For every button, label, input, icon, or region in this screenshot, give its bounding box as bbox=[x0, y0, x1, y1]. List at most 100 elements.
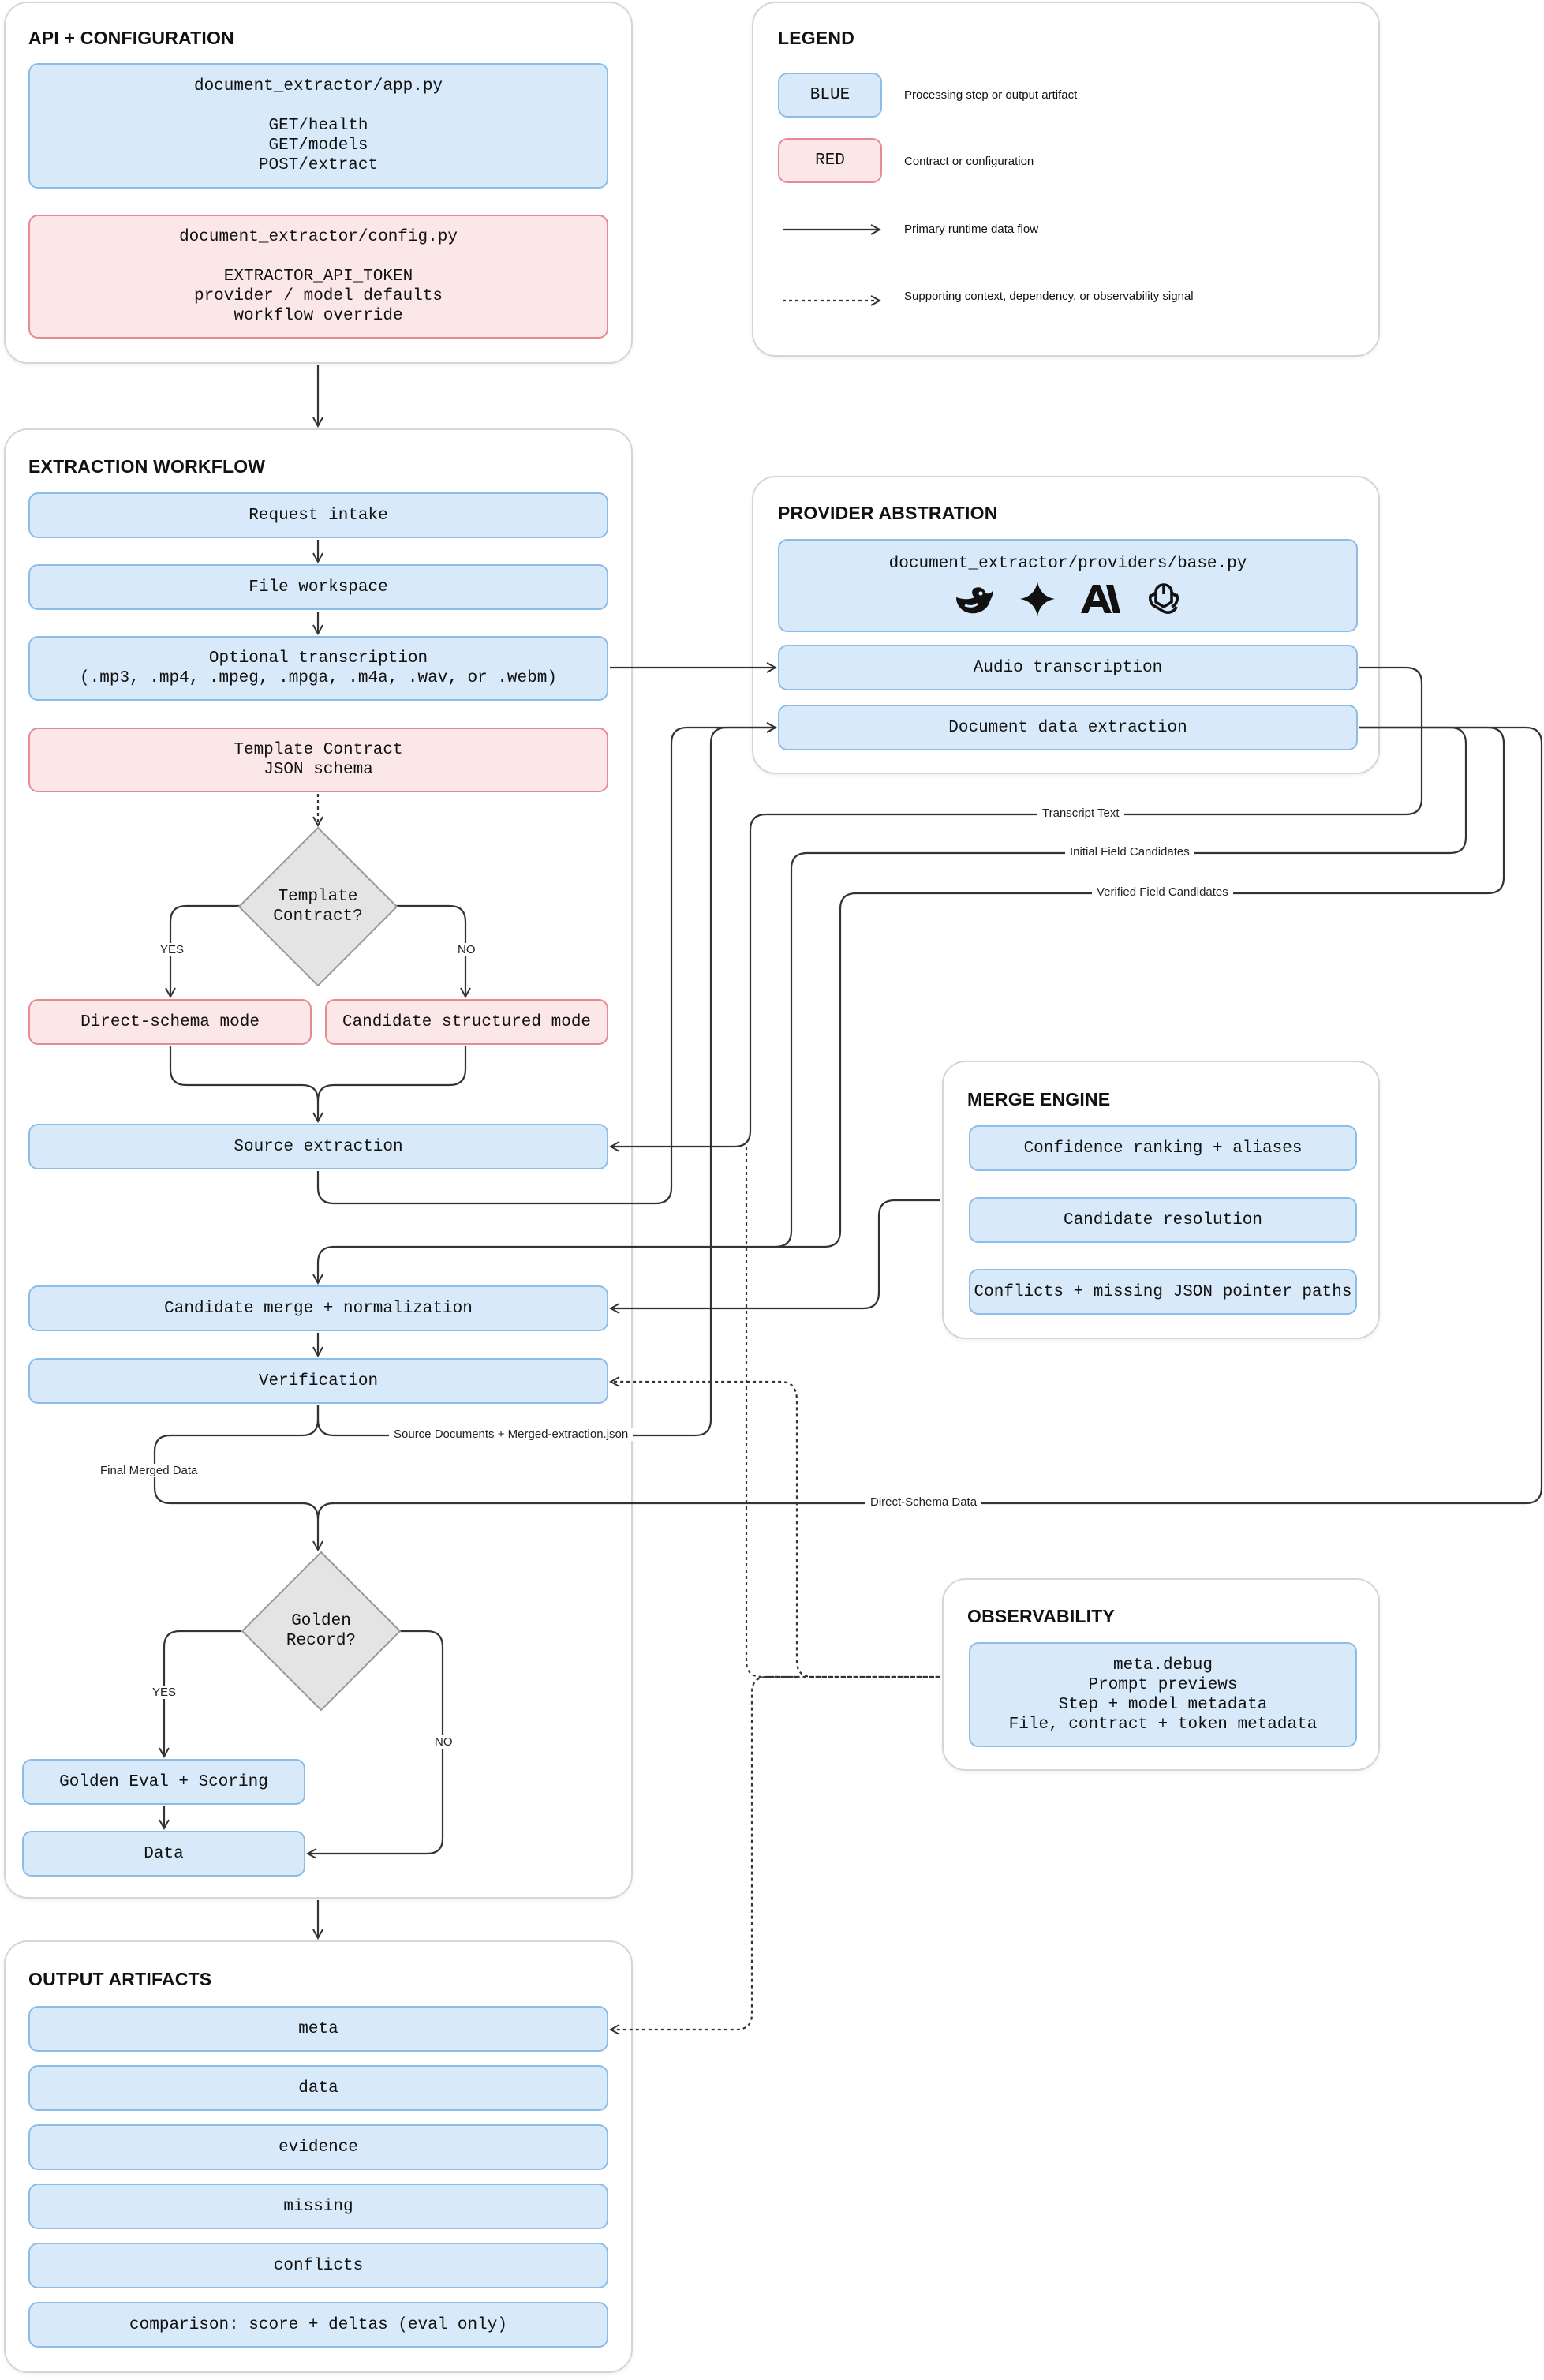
source-docs-merged-label: Source Documents + Merged-extraction.jso… bbox=[389, 1428, 634, 1441]
direct-schema-mode-label: Direct-schema mode bbox=[80, 1012, 260, 1031]
template-yes-label: YES bbox=[155, 943, 189, 956]
source-extraction-box: Source extraction bbox=[28, 1124, 608, 1169]
golden-no-label: NO bbox=[430, 1735, 458, 1749]
endpoint-extract: POST/extract bbox=[258, 156, 379, 174]
document-data-extraction-box: Document data extraction bbox=[778, 705, 1358, 750]
template-decision-text: Template Contract? bbox=[239, 887, 397, 926]
obs-step-model: Step + model metadata bbox=[1058, 1695, 1268, 1714]
golden-decision-text: Golden Record? bbox=[242, 1611, 400, 1651]
output-artifacts-title: OUTPUT ARTIFACTS bbox=[28, 1969, 212, 1989]
extraction-workflow-title: EXTRACTION WORKFLOW bbox=[28, 456, 266, 477]
output-evidence-label: evidence bbox=[279, 2138, 358, 2157]
obs-meta-debug: meta.debug bbox=[1112, 1656, 1213, 1675]
anthropic-icon bbox=[1080, 584, 1120, 613]
merge-engine-to-merge-arrow bbox=[611, 1199, 940, 1308]
golden-decision-line2: Record? bbox=[286, 1632, 357, 1650]
config-workflow-override: workflow override bbox=[234, 307, 403, 325]
request-intake-label: Request intake bbox=[249, 506, 388, 525]
direct-schema-mode-box: Direct-schema mode bbox=[28, 999, 312, 1045]
observability-box: meta.debug Prompt previews Step + model … bbox=[969, 1642, 1357, 1747]
optional-transcription-label: Optional transcription bbox=[208, 649, 428, 668]
transcript-text-label: Transcript Text bbox=[1037, 806, 1124, 820]
output-comparison-box: comparison: score + deltas (eval only) bbox=[28, 2302, 608, 2348]
api-config-title: API + CONFIGURATION bbox=[28, 28, 234, 48]
provider-icons bbox=[954, 580, 1183, 618]
legend-blue-swatch: BLUE bbox=[778, 73, 882, 118]
merge-conflicts-box: Conflicts + missing JSON pointer paths bbox=[969, 1269, 1357, 1315]
obs-file-contract: File, contract + token metadata bbox=[1008, 1715, 1318, 1734]
observability-title: OBSERVABILITY bbox=[967, 1606, 1116, 1626]
data-box: Data bbox=[22, 1831, 305, 1877]
file-workspace-label: File workspace bbox=[249, 578, 388, 597]
candidate-merge-label: Candidate merge + normalization bbox=[164, 1299, 473, 1318]
merge-confidence-label: Confidence ranking + aliases bbox=[1023, 1139, 1303, 1158]
final-merged-data-label: Final Merged Data bbox=[95, 1464, 203, 1477]
config-py-box: document_extractor/config.py EXTRACTOR_A… bbox=[28, 215, 608, 339]
initial-field-candidates-label: Initial Field Candidates bbox=[1065, 845, 1194, 859]
source-extraction-label: Source extraction bbox=[234, 1137, 403, 1156]
legend-blue-desc: Processing step or output artifact bbox=[904, 88, 1078, 102]
endpoint-health: GET/health bbox=[268, 117, 368, 135]
output-missing-label: missing bbox=[283, 2197, 353, 2216]
provider-base-label: document_extractor/providers/base.py bbox=[888, 554, 1247, 573]
legend-title: LEGEND bbox=[778, 28, 855, 48]
deepseek-icon bbox=[955, 586, 993, 613]
app-py-box: document_extractor/app.py GET/health GET… bbox=[28, 63, 608, 189]
output-data-box: data bbox=[28, 2065, 608, 2111]
verification-box: Verification bbox=[28, 1358, 608, 1404]
document-data-extraction-label: Document data extraction bbox=[948, 718, 1187, 737]
config-py-line: document_extractor/config.py bbox=[179, 228, 458, 246]
legend-blue-label: BLUE bbox=[809, 86, 851, 104]
audio-transcription-box: Audio transcription bbox=[778, 645, 1358, 690]
template-contract-schema: JSON schema bbox=[264, 761, 373, 779]
template-decision-line2: Contract? bbox=[273, 907, 363, 926]
gemini-icon bbox=[1019, 581, 1055, 616]
merge-confidence-box: Confidence ranking + aliases bbox=[969, 1125, 1357, 1171]
candidate-merge-box: Candidate merge + normalization bbox=[28, 1285, 608, 1331]
golden-eval-label: Golden Eval + Scoring bbox=[59, 1772, 268, 1791]
legend-red-swatch: RED bbox=[778, 138, 882, 183]
output-missing-box: missing bbox=[28, 2184, 608, 2229]
legend-dotted-desc: Supporting context, dependency, or obser… bbox=[904, 290, 1194, 303]
golden-yes-label: YES bbox=[148, 1686, 181, 1699]
direct-schema-data-label: Direct-Schema Data bbox=[865, 1495, 982, 1509]
obs-prompt-previews: Prompt previews bbox=[1088, 1675, 1238, 1694]
candidate-structured-mode-box: Candidate structured mode bbox=[325, 999, 608, 1045]
config-provider-defaults: provider / model defaults bbox=[193, 287, 443, 305]
provider-abstraction-title: PROVIDER ABSTRATION bbox=[778, 503, 998, 523]
output-conflicts-box: conflicts bbox=[28, 2243, 608, 2288]
golden-decision-line1: Golden bbox=[291, 1612, 351, 1630]
legend-red-label: RED bbox=[815, 152, 845, 170]
obs-to-verification-dotted bbox=[745, 1147, 940, 1678]
obs-to-source-dotted bbox=[611, 1382, 940, 1678]
template-contract-label: Template Contract bbox=[234, 741, 403, 759]
optional-transcription-formats: (.mp3, .mp4, .mpeg, .mpga, .m4a, .wav, o… bbox=[80, 669, 557, 687]
template-no-label: NO bbox=[453, 943, 480, 956]
config-token: EXTRACTOR_API_TOKEN bbox=[223, 268, 413, 286]
openai-icon bbox=[1148, 582, 1179, 614]
optional-transcription-box: Optional transcription (.mp3, .mp4, .mpe… bbox=[28, 636, 608, 701]
request-intake-box: Request intake bbox=[28, 492, 608, 538]
output-evidence-box: evidence bbox=[28, 2124, 608, 2170]
data-label: Data bbox=[144, 1844, 184, 1863]
legend-solid-desc: Primary runtime data flow bbox=[904, 223, 1039, 236]
candidate-structured-mode-label: Candidate structured mode bbox=[342, 1012, 592, 1031]
output-comparison-label: comparison: score + deltas (eval only) bbox=[129, 2315, 507, 2334]
endpoint-models: GET/models bbox=[268, 137, 368, 155]
merge-engine-title: MERGE ENGINE bbox=[967, 1089, 1111, 1110]
output-meta-label: meta bbox=[298, 2019, 338, 2038]
output-data-label: data bbox=[298, 2079, 338, 2097]
obs-to-meta-dotted bbox=[611, 1675, 797, 2030]
output-meta-box: meta bbox=[28, 2006, 608, 2052]
audio-transcription-label: Audio transcription bbox=[973, 658, 1163, 677]
verification-label: Verification bbox=[258, 1371, 379, 1390]
template-decision-line1: Template bbox=[278, 888, 358, 906]
golden-eval-box: Golden Eval + Scoring bbox=[22, 1759, 305, 1805]
merge-resolution-box: Candidate resolution bbox=[969, 1197, 1357, 1243]
merge-resolution-label: Candidate resolution bbox=[1063, 1211, 1263, 1229]
verified-field-candidates-label: Verified Field Candidates bbox=[1092, 885, 1233, 899]
app-py-line: document_extractor/app.py bbox=[193, 77, 443, 95]
legend-red-desc: Contract or configuration bbox=[904, 155, 1034, 168]
provider-base-box: document_extractor/providers/base.py bbox=[778, 539, 1358, 632]
